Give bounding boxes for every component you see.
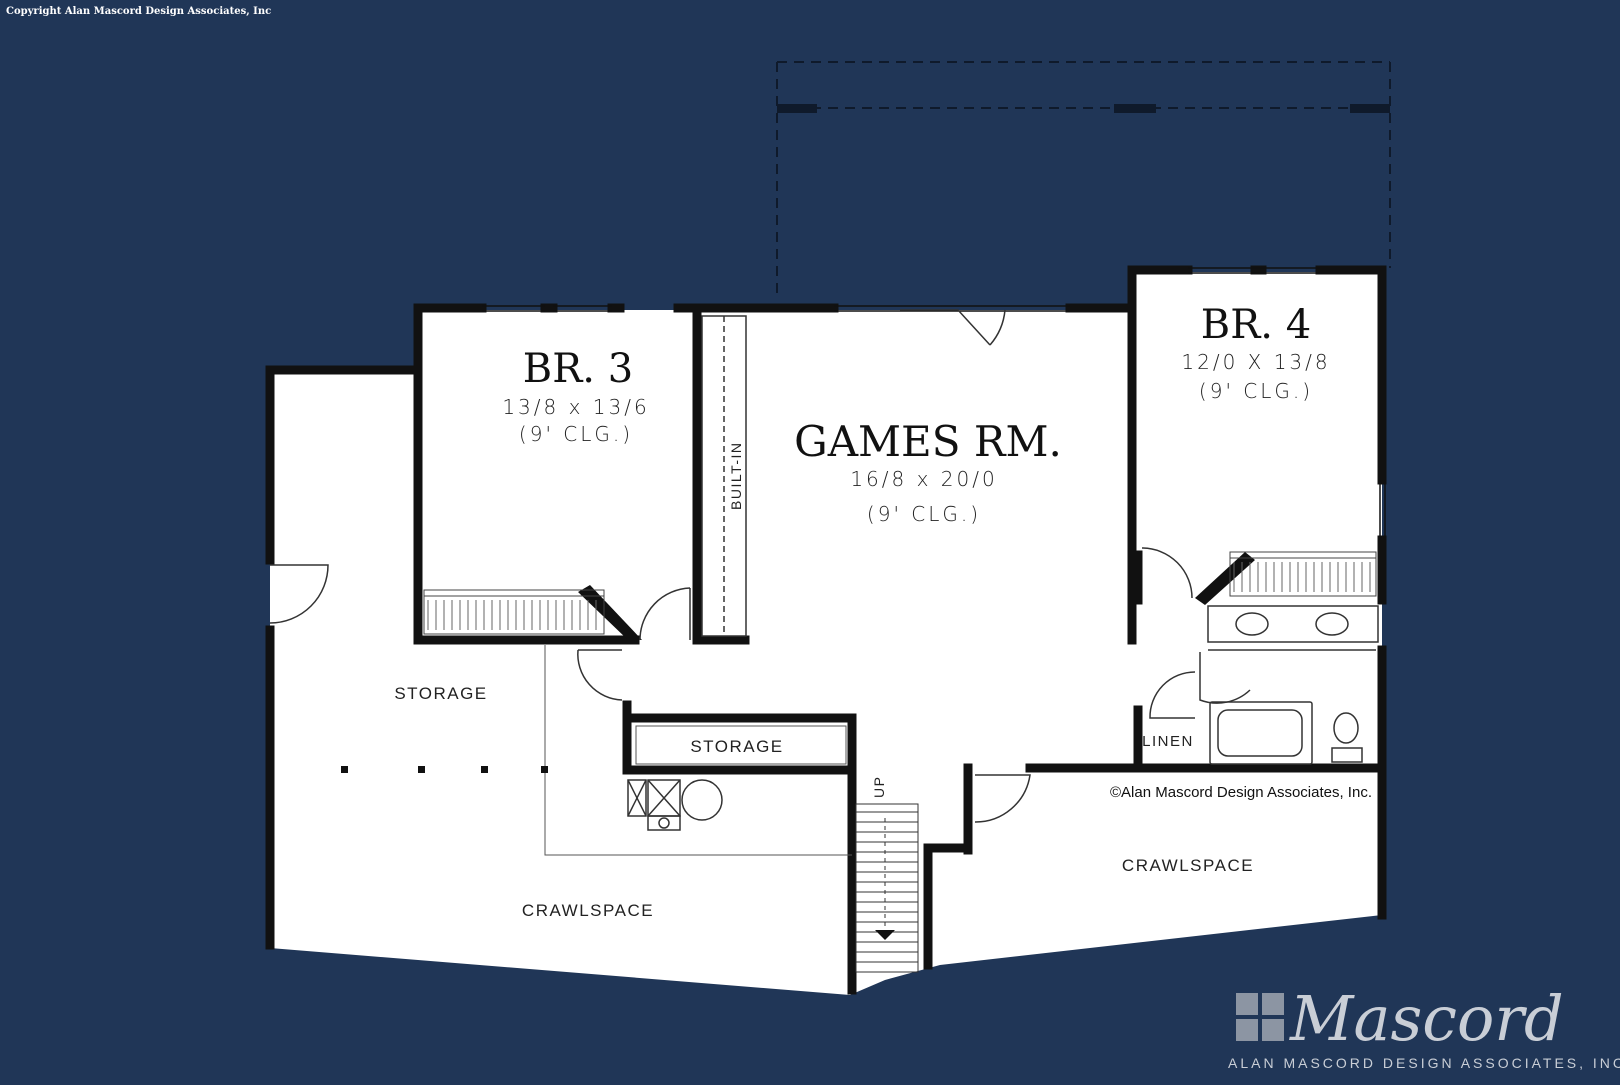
- br4-size: 12/0 X 13/8: [1181, 350, 1330, 374]
- bathroom-fixtures: [1207, 605, 1379, 765]
- closet-walls: [578, 552, 1255, 640]
- games-name: GAMES RM.: [794, 417, 1062, 466]
- stair-arrow: [875, 930, 895, 940]
- closet-br3: [423, 589, 605, 635]
- br4-ceiling: (9' CLG.): [1199, 379, 1313, 403]
- deck-beams: [777, 104, 1390, 113]
- copyright-top: Copyright Alan Mascord Design Associates…: [6, 6, 271, 17]
- deck-outline: [776, 61, 1391, 300]
- built-in-cabinet: [701, 315, 747, 637]
- walls: [265, 265, 1387, 995]
- br3-name: BR. 3: [523, 346, 633, 392]
- games-ceiling: (9' CLG.): [867, 502, 981, 526]
- games-size: 16/8 x 20/0: [850, 467, 997, 491]
- up-label: UP: [871, 776, 887, 798]
- br3-size: 13/8 x 13/6: [502, 395, 649, 419]
- support-posts: [341, 766, 548, 773]
- built-in-label: BUILT-IN: [728, 441, 744, 510]
- windows: [482, 267, 1386, 540]
- logo-subtitle: ALAN MASCORD DESIGN ASSOCIATES, INC.: [1228, 1055, 1620, 1071]
- storage-left-label: STORAGE: [394, 684, 487, 703]
- logo-script: Mascord: [1289, 982, 1564, 1055]
- crawlspace-right-label: CRAWLSPACE: [1122, 856, 1254, 875]
- crawlspace-left-label: CRAWLSPACE: [522, 901, 654, 920]
- linen-label: LINEN: [1142, 733, 1194, 750]
- br4-name: BR. 4: [1201, 302, 1311, 348]
- floor-area: [270, 272, 1382, 995]
- closet-br4: [1229, 551, 1377, 597]
- br3-ceiling: (9' CLG.): [519, 422, 633, 446]
- closet-hangers: [427, 562, 1371, 630]
- storage-mid-label: STORAGE: [690, 737, 783, 756]
- mechanical-equipment: [627, 779, 723, 831]
- mascord-logo: Mascord ALAN MASCORD DESIGN ASSOCIATES, …: [1228, 982, 1620, 1071]
- plan-copyright: ©Alan Mascord Design Associates, Inc.: [1110, 784, 1372, 801]
- storage-outline: [544, 645, 852, 856]
- stairs: [855, 803, 919, 973]
- logo-window-icon: [1236, 993, 1284, 1041]
- doors: [269, 309, 1251, 823]
